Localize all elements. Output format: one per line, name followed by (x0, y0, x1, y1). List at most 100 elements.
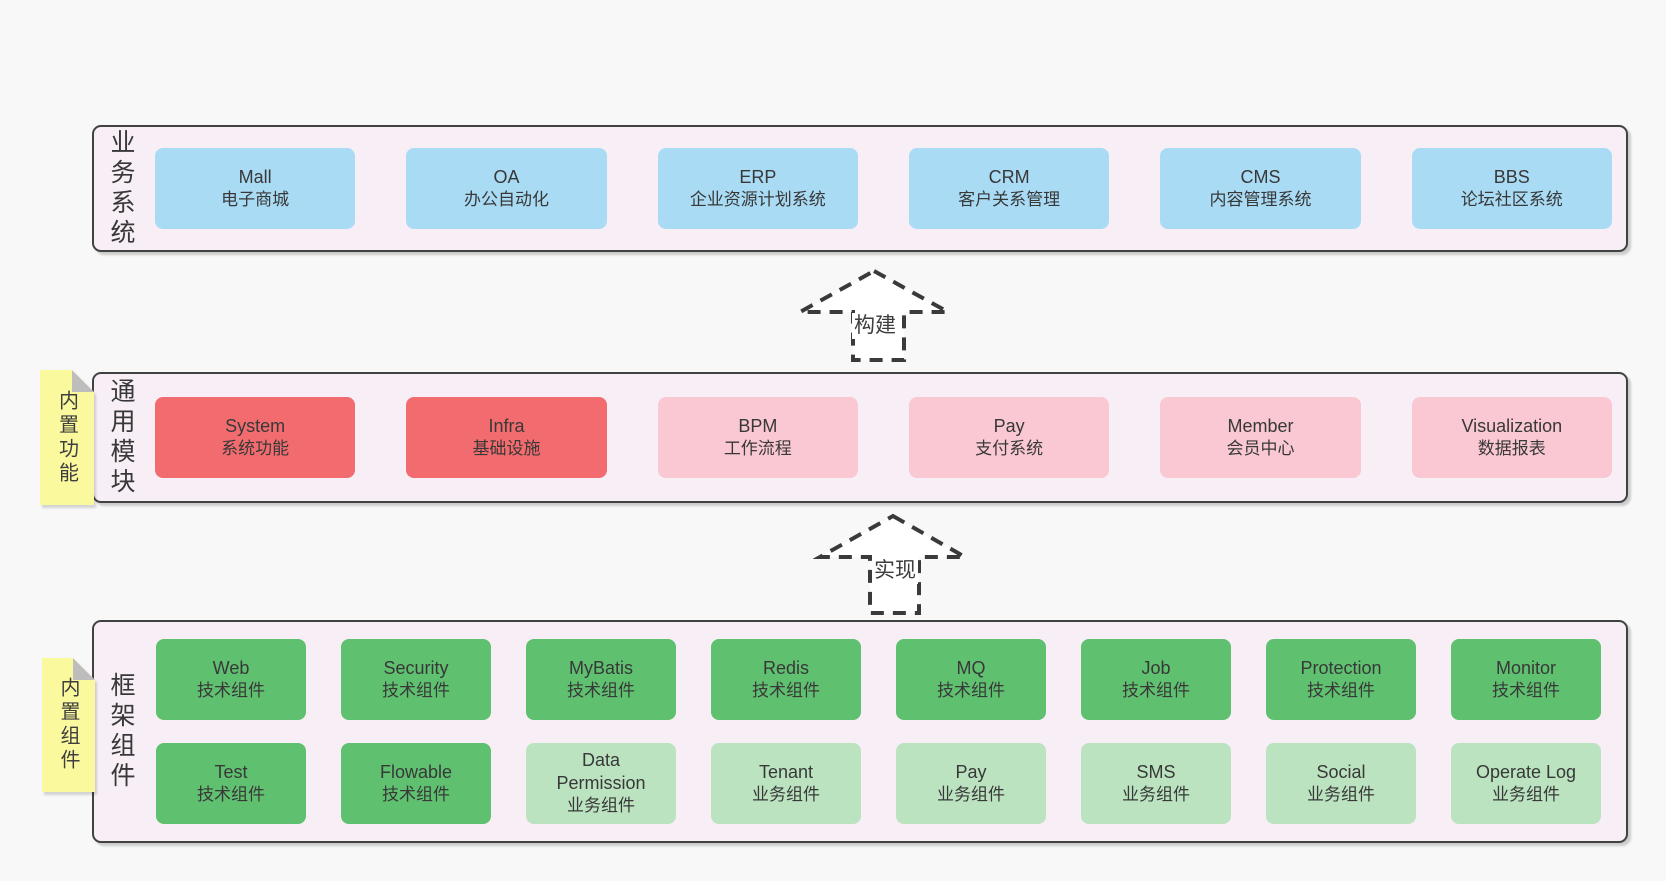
box-subtitle: 业务组件 (567, 796, 635, 816)
box-subtitle: 技术组件 (1122, 680, 1190, 700)
box-title: Infra (488, 415, 525, 436)
box-title: Redis (762, 657, 810, 678)
box-title: BBS (1493, 166, 1530, 187)
box-subtitle: 电子商城 (221, 189, 290, 209)
box-title: CMS (1240, 166, 1281, 187)
box-title: ERP (739, 166, 777, 187)
box-title: Job (1141, 657, 1171, 678)
box-title: Monitor (1495, 657, 1557, 678)
box-subtitle: 技术组件 (937, 680, 1005, 700)
box-subtitle: 技术组件 (752, 680, 820, 700)
box-subtitle: 基础设施 (472, 438, 541, 458)
box-subtitle: 技术组件 (197, 784, 265, 804)
box-title: Flowable (379, 761, 453, 782)
sticky-note-label: 内置功能 (55, 389, 78, 486)
box-title: Visualization (1461, 415, 1563, 436)
box-subtitle: 业务组件 (1307, 784, 1375, 804)
box-subtitle: 办公自动化 (463, 189, 549, 209)
note-fold-corner-icon (72, 370, 94, 392)
box-subtitle: 技术组件 (382, 784, 450, 804)
arrow-implement-label: 实现 (872, 558, 918, 584)
box-title: Member (1227, 415, 1294, 436)
arrow-build-label: 构建 (852, 313, 898, 339)
box-title: Security (383, 657, 449, 678)
box-subtitle: 工作流程 (723, 438, 792, 458)
sticky-note-builtin-components: 内置组件 (42, 658, 95, 792)
box-title: MQ (956, 657, 986, 678)
box-title: System (225, 415, 286, 436)
box-title: Tenant (758, 761, 814, 782)
box-subtitle: 企业资源计划系统 (689, 189, 826, 209)
box-title: Pay (955, 761, 987, 782)
box-title: Operate Log (1475, 761, 1577, 782)
box-title: MyBatis (568, 657, 633, 678)
box-title: BPM (738, 415, 778, 436)
box-title: CRM (988, 166, 1030, 187)
box-subtitle: 系统功能 (221, 438, 290, 458)
sticky-note-builtin-features: 内置功能 (40, 370, 94, 505)
box-subtitle: 会员中心 (1226, 438, 1295, 458)
box-subtitle: 技术组件 (382, 680, 450, 700)
arrow-build: 构建 (795, 265, 955, 365)
box-subtitle: 数据报表 (1477, 438, 1546, 458)
box-title: OA (493, 166, 520, 187)
note-fold-corner-icon (73, 658, 95, 680)
box-title: Web (212, 657, 250, 678)
box-title: SMS (1136, 761, 1176, 782)
box-title: Social (1316, 761, 1366, 782)
box-title: Mall (238, 166, 272, 187)
panel-business-label: 业务系统 (107, 128, 135, 249)
box-subtitle: 业务组件 (937, 784, 1005, 804)
box-subtitle: 客户关系管理 (958, 189, 1061, 209)
box-subtitle: 业务组件 (752, 784, 820, 804)
panel-components-label: 框架组件 (107, 671, 135, 792)
box-subtitle: 技术组件 (1307, 680, 1375, 700)
box-title: Test (214, 761, 248, 782)
arrow-implement: 实现 (813, 509, 973, 619)
box-subtitle: 技术组件 (197, 680, 265, 700)
box-title: Protection (1300, 657, 1382, 678)
box-subtitle: 论坛社区系统 (1460, 189, 1563, 209)
box-subtitle: 内容管理系统 (1209, 189, 1312, 209)
box-subtitle: 技术组件 (1492, 680, 1560, 700)
panel-modules-label: 通用模块 (107, 377, 135, 498)
sticky-note-label: 内置组件 (57, 677, 79, 773)
box-title: Data Permission (556, 750, 646, 794)
box-subtitle: 业务组件 (1122, 784, 1190, 804)
